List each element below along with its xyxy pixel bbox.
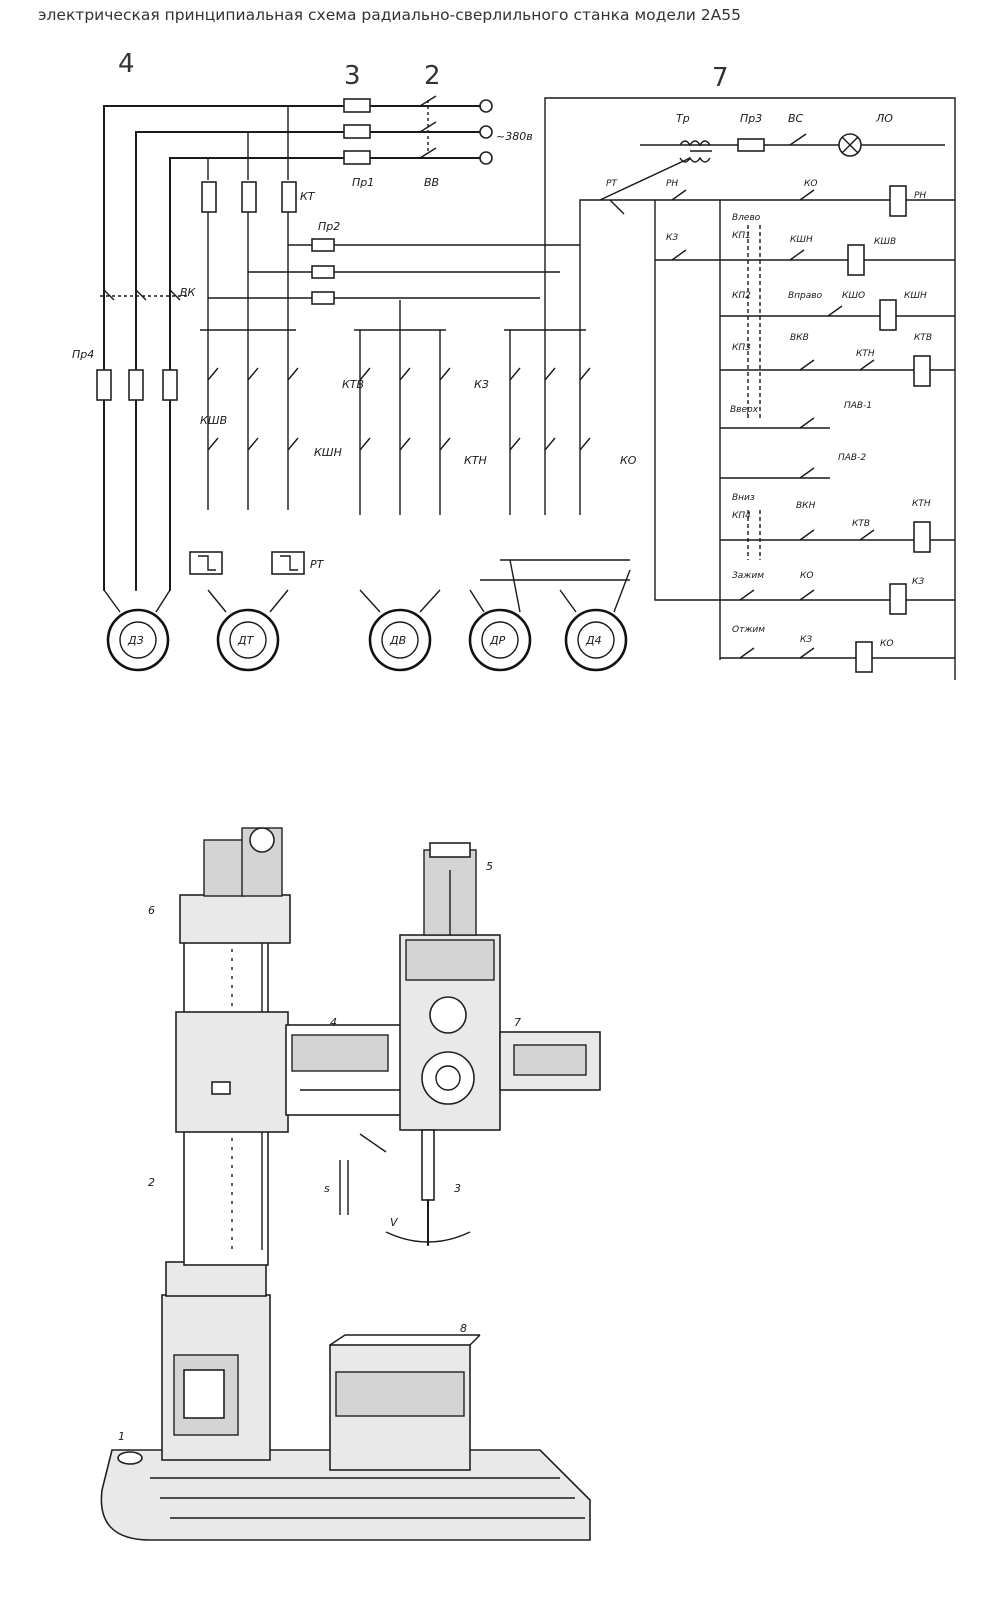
relay-kt-label: КТ: [300, 190, 316, 203]
fuse-pr2-label: Пр2: [318, 220, 340, 233]
relay-ktn-coil-label: КТН: [912, 499, 931, 509]
fuse-pr1: [343, 98, 371, 165]
motor-dz-label: ДЗ: [127, 634, 144, 647]
column-top-motor: [179, 827, 291, 944]
fuse-pr2: [208, 238, 580, 305]
electrical-schematic: 4 3 2 7 Пр1 ВВ ~380в КТ: [72, 49, 956, 680]
column-lower: [161, 1261, 271, 1461]
fuse-pr4: [96, 369, 178, 401]
motor-dt: [216, 608, 280, 672]
control-kp3-label: КП3: [732, 343, 751, 353]
relay-rt-label-power: РТ: [310, 558, 325, 571]
control-vlevo-label: Влево: [732, 213, 761, 223]
relay-ko-coil-label: КО: [880, 639, 893, 649]
relay-ktv-label: КТВ: [342, 378, 364, 391]
part-label-7: 7: [514, 1016, 521, 1029]
relay-kz-contact-label: КЗ: [666, 233, 678, 243]
control-vniz-label: Вниз: [732, 493, 755, 503]
part-label-1: 1: [118, 1430, 125, 1443]
head-motor: [423, 842, 477, 936]
control-vkn-label: ВКН: [796, 501, 816, 511]
handwritten-number-4: 4: [118, 49, 135, 79]
control-pav1-label: ПАВ-1: [844, 401, 872, 411]
control-vverkh-label: Вверх: [730, 405, 759, 415]
page-title: электрическая принципиальная схема радиа…: [38, 6, 741, 24]
relay-rt-label-control: РТ: [606, 179, 618, 189]
relay-ko-label: КО: [620, 454, 637, 467]
switch-vk-label: ВК: [180, 286, 197, 299]
fuse-pr4-label: Пр4: [72, 348, 94, 361]
motor-dr-label: ДР: [489, 634, 506, 647]
fuse-pr1-label: Пр1: [352, 176, 374, 189]
motor-d4: [564, 608, 628, 672]
relay-rn-contact-label: РН: [666, 179, 678, 189]
part-label-2: 2: [148, 1176, 155, 1189]
motor-dv-label: ДВ: [389, 634, 406, 647]
switch-vs: [789, 133, 807, 146]
relay-kshn-contact-label: КШН: [790, 235, 813, 245]
relay-kshv-coil-label: КШВ: [874, 237, 896, 247]
motor-feeders: [103, 559, 631, 613]
transformer-tr-label: Тр: [676, 112, 690, 125]
relay-kz-label: КЗ: [474, 378, 489, 391]
lamp-lo-label: ЛО: [875, 112, 893, 125]
handwritten-number-7: 7: [712, 63, 729, 93]
part-label-8: 8: [460, 1322, 467, 1335]
part-label-s: s: [324, 1182, 330, 1195]
control-kp4-label: КП4: [732, 511, 751, 521]
part-label-3: 3: [454, 1182, 461, 1195]
spindle: [339, 1129, 471, 1246]
machine-table: [329, 1334, 481, 1471]
part-label-5: 5: [486, 860, 493, 873]
machine-base: [100, 1449, 591, 1541]
switch-vv: [419, 95, 437, 159]
relay-ko-contact-label: КО: [804, 179, 817, 189]
handwritten-number-2: 2: [424, 61, 441, 91]
relay-ktn-label: КТН: [464, 454, 487, 467]
motor-dv: [368, 608, 432, 672]
relay-rn-coil-label: РН: [914, 191, 926, 201]
relay-ksho-label: КШО: [842, 291, 865, 301]
part-label-4: 4: [330, 1016, 337, 1029]
motor-dr: [468, 608, 532, 672]
fuse-pr3: [737, 138, 765, 152]
relay-kshn-label: КШН: [314, 446, 342, 459]
control-vkv-label: ВКВ: [790, 333, 809, 343]
part-label-6: 6: [148, 904, 155, 917]
motor-d4-label: Д4: [585, 634, 602, 647]
relay-kshn-coil-label: КШН: [904, 291, 927, 301]
relay-kz-contact2-label: КЗ: [800, 635, 812, 645]
lamp-lo: [838, 133, 862, 157]
control-zazhim-label: Зажим: [732, 571, 764, 581]
switch-vk: [100, 289, 190, 301]
part-label-v: V: [390, 1216, 399, 1229]
radial-arm: [175, 1011, 407, 1133]
supply-terminals: [479, 99, 493, 165]
control-pav2-label: ПАВ-2: [838, 453, 866, 463]
transformer-tr: [599, 140, 712, 201]
control-circuit: [544, 97, 956, 680]
spindle-head: [399, 934, 601, 1131]
relay-ktv-contact-label: КТВ: [852, 519, 870, 529]
relay-ktn-contact-label: КТН: [856, 349, 875, 359]
relay-ktv-coil-label: КТВ: [914, 333, 932, 343]
switch-vv-label: ВВ: [424, 176, 439, 189]
contactor-groups: [200, 300, 591, 515]
control-kp2-label: КП2: [732, 291, 751, 301]
voltage-label: ~380в: [496, 130, 533, 143]
thermal-resistors: [201, 181, 297, 330]
control-vpravo-label: Вправо: [788, 291, 823, 301]
motor-dt-label: ДТ: [237, 634, 255, 647]
handwritten-number-3: 3: [344, 61, 361, 91]
control-kp1-label: КП1: [732, 231, 751, 241]
switch-vs-label: ВС: [788, 112, 804, 125]
relay-kz-coil-label: КЗ: [912, 577, 924, 587]
motor-dz: [106, 608, 170, 672]
thermal-relays: [189, 551, 305, 575]
control-otzhim-label: Отжим: [732, 625, 765, 635]
relay-kshv-label: КШВ: [200, 414, 227, 427]
fuse-pr3-label: Пр3: [740, 112, 762, 125]
relay-ko-contact2-label: КО: [800, 571, 813, 581]
